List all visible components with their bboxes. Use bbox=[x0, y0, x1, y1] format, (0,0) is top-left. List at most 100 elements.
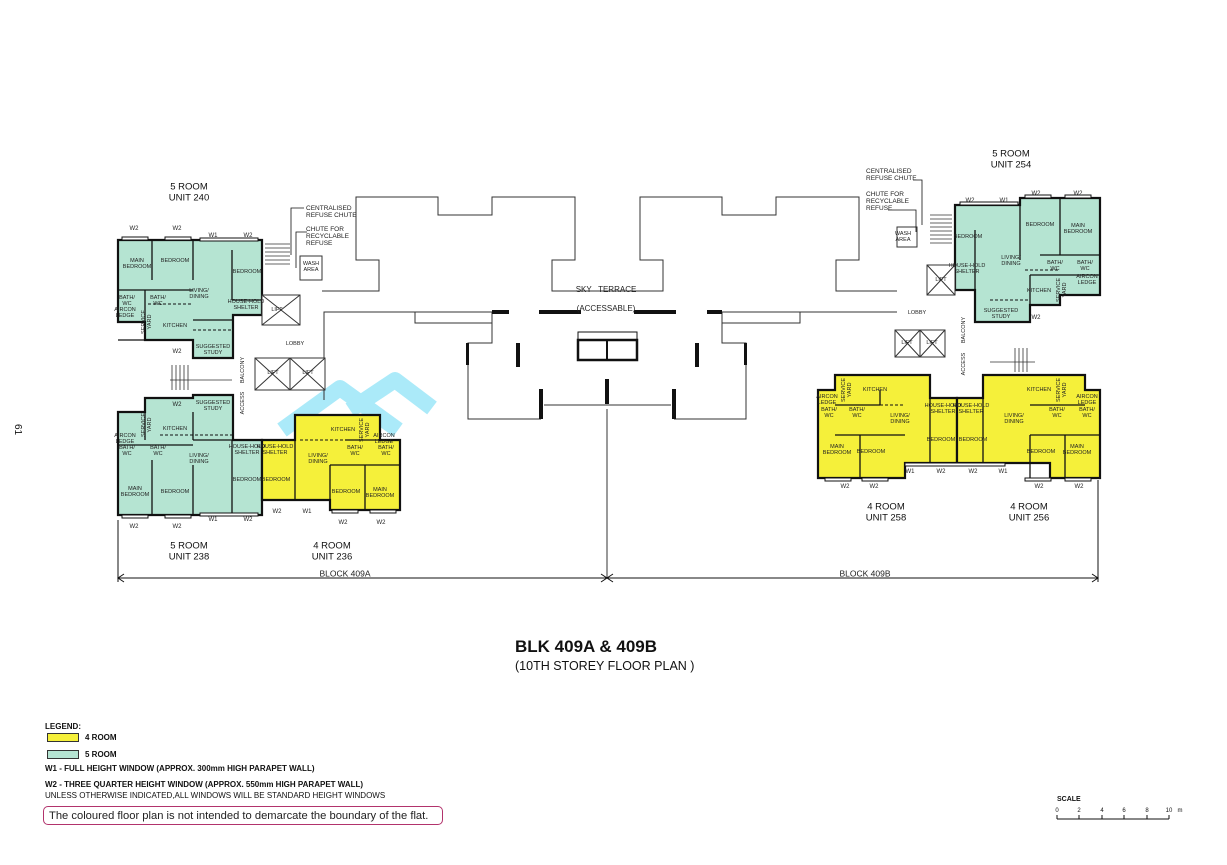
scale-tick: 0 bbox=[1055, 808, 1059, 814]
room-label: SUGGESTED STUDY bbox=[195, 400, 231, 412]
refuse-chute-label: CENTRALISED REFUSE CHUTE bbox=[866, 168, 917, 182]
window-label: W2 bbox=[272, 508, 282, 515]
window-label: W2 bbox=[243, 516, 253, 523]
window-label: W2 bbox=[129, 523, 139, 530]
window-label: W2 bbox=[376, 519, 386, 526]
lift-label: LIFT bbox=[926, 340, 938, 347]
window-label: W1 bbox=[998, 468, 1008, 475]
terrace-lift-box bbox=[576, 331, 639, 362]
scale-bar bbox=[1056, 815, 1170, 820]
refuse-chute-label: CENTRALISED REFUSE CHUTE bbox=[306, 205, 357, 219]
sky-terrace-label: SKY TERRACE bbox=[575, 284, 637, 294]
unit-type-label: 5 ROOM bbox=[992, 148, 1030, 160]
window-label: W2 bbox=[840, 483, 850, 490]
unit-number-label: UNIT 258 bbox=[865, 512, 907, 524]
room-label: BEDROOM bbox=[232, 269, 262, 276]
room-label: AIRCON LEDGE bbox=[1076, 274, 1098, 286]
window-label: W2 bbox=[1031, 314, 1041, 321]
room-label: AIRCON LEDGE bbox=[816, 394, 838, 406]
windows bbox=[121, 194, 1092, 519]
room-label: KITCHEN bbox=[330, 427, 356, 434]
room-label: BEDROOM bbox=[261, 477, 291, 484]
sky-terrace-accessable-label: (ACCESSABLE) bbox=[576, 303, 636, 313]
unit-type-label: 4 ROOM bbox=[313, 540, 351, 552]
room-label: BATH/ WC bbox=[1077, 260, 1093, 272]
lift-label: LIFT bbox=[267, 370, 279, 377]
window-label: W2 bbox=[1031, 190, 1041, 197]
access-label: ACCESS bbox=[961, 352, 968, 376]
room-label: AIRCON LEDGE bbox=[114, 307, 136, 319]
access-label: ACCESS bbox=[240, 391, 247, 415]
unit-type-label: 5 ROOM bbox=[170, 181, 208, 193]
room-label: BATH/ WC bbox=[347, 445, 363, 457]
room-label: BEDROOM bbox=[953, 234, 983, 241]
window-label: W2 bbox=[338, 519, 348, 526]
room-label: MAIN BEDROOM bbox=[822, 444, 852, 456]
room-label: MAIN BEDROOM bbox=[1062, 444, 1092, 456]
unit-type-label: 4 ROOM bbox=[867, 501, 905, 513]
room-label: BATH/ WC bbox=[1049, 407, 1065, 419]
lobby-label: LOBBY bbox=[285, 341, 305, 348]
window-label: W2 bbox=[965, 197, 975, 204]
legend-standard-windows: UNLESS OTHERWISE INDICATED,ALL WINDOWS W… bbox=[45, 791, 386, 800]
block-409b-label: BLOCK 409B bbox=[839, 568, 891, 579]
window-label: W1 bbox=[208, 232, 218, 239]
legend-heading: LEGEND: bbox=[45, 722, 81, 731]
window-label: W2 bbox=[172, 401, 182, 408]
window-label: W2 bbox=[1074, 483, 1084, 490]
room-label: SERVICE YARD bbox=[359, 417, 371, 443]
room-label: BEDROOM bbox=[1025, 222, 1055, 229]
room-label: AIRCON LEDGE bbox=[373, 433, 395, 445]
scale-tick: 4 bbox=[1100, 808, 1104, 814]
room-label: BATH/ WC bbox=[119, 295, 135, 307]
lift-label: LIFT bbox=[302, 370, 314, 377]
room-label: BATH/ WC bbox=[821, 407, 837, 419]
room-label: BEDROOM bbox=[926, 437, 956, 444]
room-label: BATH/ WC bbox=[378, 445, 394, 457]
disclaimer-note: The coloured floor plan is not intended … bbox=[43, 806, 443, 825]
room-label: BEDROOM bbox=[958, 437, 988, 444]
room-label: SERVICE YARD bbox=[1056, 377, 1068, 403]
window-label: W1 bbox=[999, 197, 1009, 204]
unit-number-label: UNIT 256 bbox=[1008, 512, 1050, 524]
block-dimension-line bbox=[117, 480, 1099, 583]
unit-240-area bbox=[116, 238, 264, 360]
window-label: W2 bbox=[968, 468, 978, 475]
unit-number-label: UNIT 240 bbox=[168, 192, 210, 204]
scale-label: SCALE bbox=[1057, 796, 1081, 803]
room-label: BEDROOM bbox=[331, 489, 361, 496]
room-label: KITCHEN bbox=[862, 387, 888, 394]
interior-walls bbox=[118, 198, 1100, 515]
balcony-label: BALCONY bbox=[240, 356, 247, 384]
room-label: KITCHEN bbox=[162, 323, 188, 330]
recycle-chute-label: CHUTE FOR RECYCLABLE REFUSE bbox=[306, 225, 349, 247]
legend-4-room: 4 ROOM bbox=[85, 733, 117, 742]
room-label: SERVICE YARD bbox=[841, 377, 853, 403]
scale-tick: 2 bbox=[1077, 808, 1081, 814]
room-label: SUGGESTED STUDY bbox=[983, 308, 1019, 320]
window-label: W2 bbox=[129, 225, 139, 232]
room-label: HOUSE-HOLD SHELTER bbox=[952, 403, 990, 415]
room-label: KITCHEN bbox=[1026, 288, 1052, 295]
scale-tick: 6 bbox=[1122, 808, 1126, 814]
lift-label: LIFT bbox=[935, 277, 947, 284]
room-label: HOUSE-HOLD SHELTER bbox=[227, 299, 265, 311]
scale-tick: 8 bbox=[1145, 808, 1149, 814]
room-label: LIVING/ DINING bbox=[890, 413, 910, 425]
staircases bbox=[170, 214, 1035, 390]
page-subtitle: (10TH STOREY FLOOR PLAN ) bbox=[515, 659, 695, 673]
window-label: W1 bbox=[208, 516, 218, 523]
window-label: W2 bbox=[172, 523, 182, 530]
window-label: W2 bbox=[243, 232, 253, 239]
lift-label: LIFT bbox=[901, 340, 913, 347]
room-label: HOUSE-HOLD SHELTER bbox=[948, 263, 986, 275]
wash-area-label: WASH AREA bbox=[894, 231, 912, 243]
dashed-partitions bbox=[148, 269, 1070, 441]
room-label: LIVING/ DINING bbox=[308, 453, 328, 465]
room-label: BATH/ WC bbox=[1079, 407, 1095, 419]
room-label: LIVING/ DINING bbox=[189, 288, 209, 300]
window-label: W2 bbox=[1073, 190, 1083, 197]
window-label: W2 bbox=[172, 348, 182, 355]
